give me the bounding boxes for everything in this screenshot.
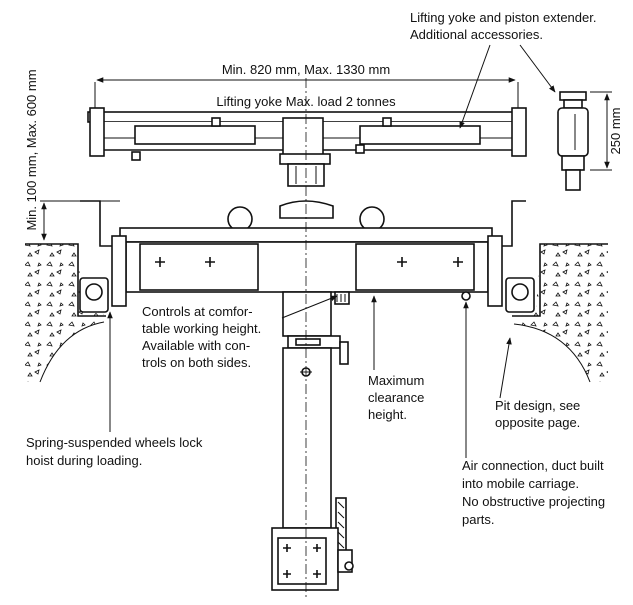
label-controls-3: Available with con-: [142, 338, 250, 353]
label-air-2: into mobile carriage.: [462, 476, 579, 491]
label-clearance-1: Maximum: [368, 373, 424, 388]
label-wheels-1: Spring-suspended wheels lock: [26, 435, 203, 450]
label-clearance-2: clearance: [368, 390, 424, 405]
label-controls-2: table working height.: [142, 321, 261, 336]
label-wheels-2: hoist during loading.: [26, 453, 142, 468]
label-yoke-accessories-1: Lifting yoke and piston extender.: [410, 10, 596, 25]
label-height-range: Min. 100 mm, Max. 600 mm: [24, 69, 39, 230]
label-controls-4: trols on both sides.: [142, 355, 251, 370]
hoist-column: [271, 291, 354, 591]
label-yoke-load: Lifting yoke Max. load 2 tonnes: [216, 94, 396, 109]
lifting-yoke: [87, 82, 527, 187]
label-air-3: No obstructive projecting: [462, 494, 605, 509]
pit-wall-right: [498, 200, 608, 383]
label-controls-1: Controls at comfor-: [142, 304, 253, 319]
leader-arrows: [107, 44, 556, 458]
dimension-extender-height: [590, 91, 612, 171]
piston-extender: [557, 91, 589, 191]
label-clearance-3: height.: [368, 407, 407, 422]
label-air-1: Air connection, duct built: [462, 458, 604, 473]
label-pit-2: opposite page.: [495, 415, 580, 430]
label-yoke-accessories-2: Additional accessories.: [410, 27, 543, 42]
label-air-4: parts.: [462, 512, 495, 527]
mobile-carriage: [79, 200, 535, 313]
label-extender-height: 250 mm: [608, 108, 623, 155]
label-pit-1: Pit design, see: [495, 398, 580, 413]
label-width-range: Min. 820 mm, Max. 1330 mm: [222, 62, 390, 77]
dimension-height: [40, 200, 120, 241]
